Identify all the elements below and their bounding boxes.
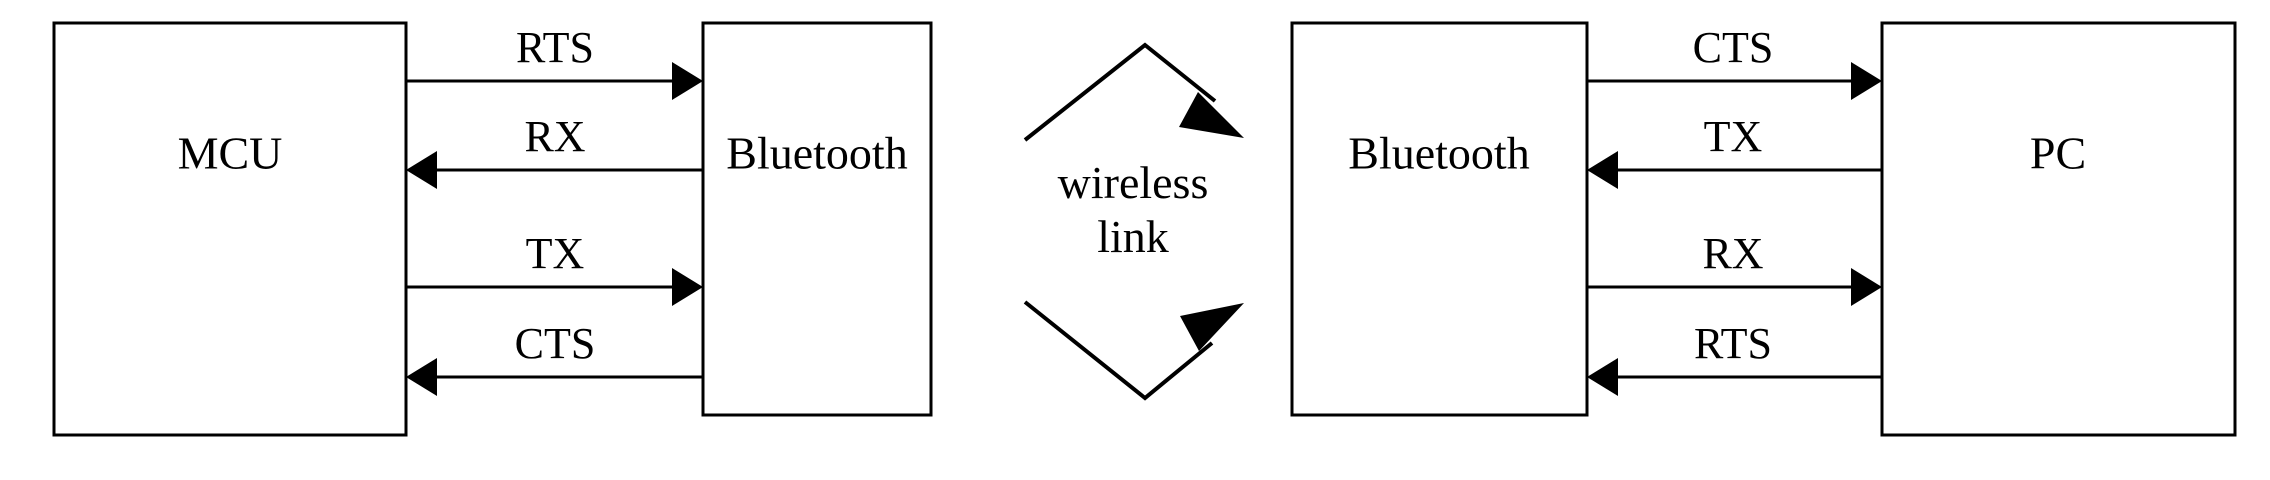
arrowhead-left-icon xyxy=(406,151,437,189)
node-mcu-label: MCU xyxy=(178,128,283,179)
signal-left-rx: RX xyxy=(406,112,703,189)
arrowhead-left-icon xyxy=(406,358,437,396)
signal-left-rts: RTS xyxy=(406,23,703,100)
signal-right-rts: RTS xyxy=(1587,319,1882,396)
signal-right-tx: TX xyxy=(1587,112,1882,189)
signal-right-cts-label: CTS xyxy=(1693,23,1774,72)
arrowhead-right-icon xyxy=(672,62,703,100)
signal-left-tx-label: TX xyxy=(526,229,585,278)
signal-right-rx-label: RX xyxy=(1702,229,1763,278)
signal-left-cts: CTS xyxy=(406,319,703,396)
signal-right-rts-label: RTS xyxy=(1694,319,1772,368)
wireless-link-top-path xyxy=(1023,42,1217,142)
wireless-arrowhead-bottom-icon xyxy=(1180,303,1244,351)
signal-left-cts-label: CTS xyxy=(515,319,596,368)
wireless-link-label-line2: link xyxy=(1097,211,1169,262)
signal-left-rx-label: RX xyxy=(524,112,585,161)
signal-right-cts: CTS xyxy=(1587,23,1882,100)
wireless-link-bottom-path xyxy=(1023,300,1214,401)
node-bluetooth-right-label: Bluetooth xyxy=(1348,128,1529,179)
wireless-link-label-line1: wireless xyxy=(1058,157,1209,208)
arrowhead-right-icon xyxy=(1851,62,1882,100)
wireless-arrowhead-top-icon xyxy=(1179,92,1244,138)
arrowhead-left-icon xyxy=(1587,151,1618,189)
node-bluetooth-left-label: Bluetooth xyxy=(726,128,907,179)
node-pc-label: PC xyxy=(2030,128,2086,179)
node-pc-box xyxy=(1880,21,2237,437)
wireless-link-group: wireless link xyxy=(1023,42,1244,401)
signal-left-rts-label: RTS xyxy=(516,23,594,72)
signal-right-rx: RX xyxy=(1587,229,1882,306)
signal-left-tx: TX xyxy=(406,229,703,306)
node-mcu-box xyxy=(52,21,408,437)
signal-right-tx-label: TX xyxy=(1704,112,1763,161)
arrowhead-left-icon xyxy=(1587,358,1618,396)
node-bluetooth-right-box xyxy=(1290,21,1589,417)
arrowhead-right-icon xyxy=(1851,268,1882,306)
node-bluetooth-left-box xyxy=(701,21,933,417)
arrowhead-right-icon xyxy=(672,268,703,306)
